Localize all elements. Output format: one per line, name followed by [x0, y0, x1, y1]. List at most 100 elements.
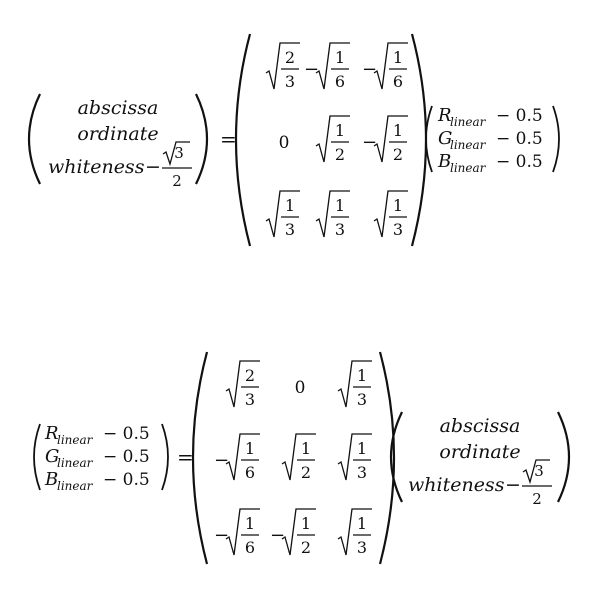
rgb-channel-subscript: linear: [57, 479, 94, 493]
equation-forward-svg: abscissa ordinate whiteness − 3 2 = 23−1…: [27, 33, 560, 247]
rhs2-frac-den: 2: [532, 490, 542, 508]
rgb-channel-offset: − 0.5: [496, 129, 543, 149]
radical-sign: [315, 190, 350, 238]
lhs-sqrt-sign: [162, 141, 190, 167]
fraction-denominator: 2: [301, 463, 311, 482]
rgb-channel-offset: − 0.5: [496, 152, 543, 172]
matrix-right-paren: [410, 33, 428, 247]
rgb-channel-symbol: G: [438, 128, 452, 149]
rgb-channel-symbol: G: [45, 446, 59, 467]
radical-sign: [315, 42, 350, 90]
lhs2-right-paren: [161, 423, 169, 491]
radical-sign: [337, 360, 372, 408]
radical-sign: [225, 508, 260, 556]
fraction-numerator: 1: [393, 196, 403, 215]
equals-sign: =: [220, 127, 237, 151]
equals-sign-2: =: [177, 445, 194, 469]
rgb-channel-subscript: linear: [450, 138, 487, 152]
fraction-denominator: 6: [245, 538, 255, 557]
rgb-channel-symbol: B: [44, 469, 58, 490]
radical-sign: [225, 433, 260, 481]
lhs-whiteness: whiteness: [48, 156, 145, 178]
lhs-left-paren: [27, 93, 41, 185]
rhs-left-paren: [425, 105, 433, 173]
fraction-numerator: 1: [393, 48, 403, 67]
radical-sign: [337, 433, 372, 481]
fraction-denominator: 2: [301, 538, 311, 557]
fraction-denominator: 2: [335, 145, 345, 164]
fraction-denominator: 2: [393, 145, 403, 164]
matrix-entry-sign: −: [304, 59, 319, 80]
rgb-channel-offset: − 0.5: [103, 447, 150, 467]
radical-sign: [315, 115, 350, 163]
fraction-numerator: 1: [393, 121, 403, 140]
rgb-channel-symbol: R: [44, 423, 59, 444]
fraction-denominator: 3: [245, 390, 255, 409]
rhs2-sqrt-sign: [522, 459, 550, 485]
matrix-entry-sign: −: [214, 525, 229, 546]
radical-sign: [373, 115, 408, 163]
fraction-numerator: 2: [285, 48, 295, 67]
matrix-entry-sign: −: [214, 450, 229, 471]
fraction-denominator: 3: [357, 538, 367, 557]
rgb-channel-subscript: linear: [57, 456, 94, 470]
fraction-numerator: 1: [335, 121, 345, 140]
lhs-ordinate: ordinate: [77, 123, 158, 145]
lhs2-left-paren: [33, 423, 41, 491]
lhs-abscissa: abscissa: [78, 97, 159, 119]
fraction-numerator: 1: [357, 514, 367, 533]
rgb-channel-offset: − 0.5: [496, 106, 543, 126]
fraction-denominator: 3: [285, 72, 295, 91]
radical-sign: [281, 508, 316, 556]
radical-sign: [225, 360, 260, 408]
fraction-denominator: 6: [245, 463, 255, 482]
rhs2-abscissa: abscissa: [440, 415, 521, 437]
rgb-channel-subscript: linear: [57, 433, 94, 447]
matrix-entry-sign: −: [362, 59, 377, 80]
rhs2-right-paren: [557, 411, 571, 503]
fraction-numerator: 1: [301, 439, 311, 458]
fraction-denominator: 3: [335, 220, 345, 239]
radical-sign: [337, 508, 372, 556]
rgb-channel-subscript: linear: [450, 115, 487, 129]
rgb-channel-symbol: R: [437, 105, 452, 126]
rhs-right-paren: [552, 105, 560, 173]
fraction-numerator: 1: [301, 514, 311, 533]
matrix2-left-paren: [191, 351, 209, 565]
matrix2-right-paren: [378, 351, 396, 565]
fraction-numerator: 2: [245, 366, 255, 385]
fraction-numerator: 1: [285, 196, 295, 215]
lhs-sqrt-arg: 3: [174, 144, 184, 162]
matrix-entry-zero: 0: [295, 378, 306, 398]
lhs-frac-den: 2: [172, 172, 182, 190]
fraction-denominator: 3: [357, 463, 367, 482]
rhs2-minus: −: [505, 474, 521, 496]
rgb-channel-subscript: linear: [450, 161, 487, 175]
fraction-numerator: 1: [335, 48, 345, 67]
fraction-numerator: 1: [335, 196, 345, 215]
matrix-left-paren: [234, 33, 252, 247]
fraction-denominator: 3: [393, 220, 403, 239]
radical-sign: [265, 42, 300, 90]
fraction-denominator: 6: [393, 72, 403, 91]
radical-sign: [373, 42, 408, 90]
matrix-entry-sign: −: [270, 525, 285, 546]
rhs2-ordinate: ordinate: [439, 441, 520, 463]
fraction-numerator: 1: [357, 439, 367, 458]
fraction-numerator: 1: [357, 366, 367, 385]
fraction-denominator: 3: [357, 390, 367, 409]
fraction-denominator: 3: [285, 220, 295, 239]
fraction-numerator: 1: [245, 439, 255, 458]
rhs2-whiteness: whiteness: [408, 474, 505, 496]
matrix-entry-zero: 0: [279, 133, 290, 153]
rhs2-sqrt-arg: 3: [534, 462, 544, 480]
radical-sign: [373, 190, 408, 238]
rgb-channel-symbol: B: [437, 151, 451, 172]
